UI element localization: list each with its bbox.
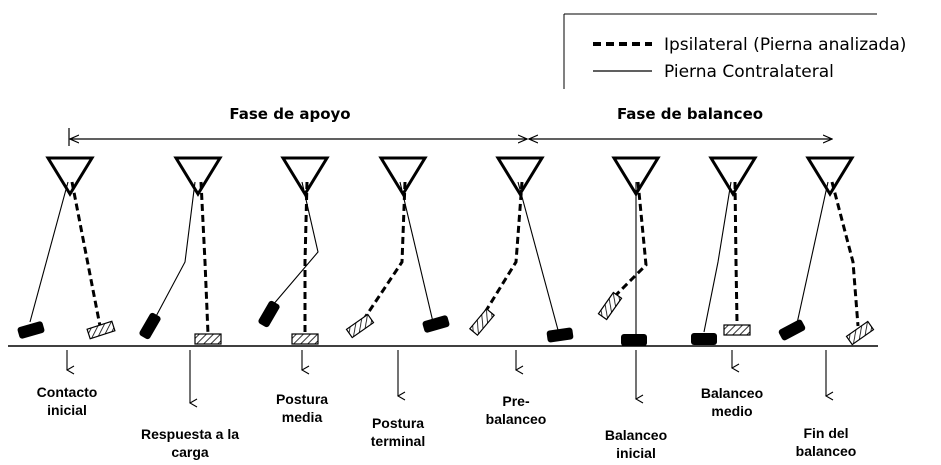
event-label-line: balanceo: [486, 411, 547, 427]
contralateral-leg: [517, 181, 559, 331]
event-label-line: medio: [711, 403, 752, 419]
gait-figure: [468, 156, 574, 343]
event-label-line: Respuesta a la: [141, 426, 239, 442]
ipsilateral-foot: [845, 320, 875, 346]
swing-phase-title: Fase de balanceo: [617, 105, 763, 123]
contralateral-leg: [29, 181, 69, 323]
gait-figure: [691, 156, 758, 345]
ipsilateral-foot: [723, 324, 751, 336]
ipsilateral-foot: [345, 313, 375, 339]
event-label-line: terminal: [371, 433, 425, 449]
contralateral-foot: [778, 319, 806, 341]
ipsilateral-foot: [597, 291, 623, 321]
pelvis-triangle-icon: [378, 156, 428, 197]
event-label-line: Fin del: [803, 425, 848, 441]
stance-phase-title: Fase de apoyo: [229, 105, 350, 123]
ipsilateral-leg: [360, 181, 407, 323]
ipsilateral-leg: [733, 181, 739, 323]
ipsilateral-leg: [70, 181, 102, 327]
event-label-line: Balanceo: [605, 427, 667, 443]
pelvis-triangle-icon: [45, 156, 95, 197]
ipsilateral-leg: [482, 181, 524, 315]
event-label-line: carga: [171, 444, 209, 460]
pelvis-triangle-icon: [708, 156, 758, 197]
gait-figure: [778, 156, 875, 346]
contralateral-foot: [139, 312, 161, 340]
legend-contralateral-label: Pierna Contralateral: [664, 62, 834, 82]
ipsilateral-foot: [291, 333, 319, 345]
contralateral-foot: [258, 300, 280, 328]
gait-figure: [139, 156, 223, 345]
event-label-line: Balanceo: [701, 385, 763, 401]
contralateral-foot: [17, 321, 45, 339]
gait-figure: [258, 156, 330, 345]
event-label-line: balanceo: [796, 443, 857, 459]
ipsilateral-leg: [199, 181, 210, 335]
contralateral-leg: [271, 181, 319, 307]
legend: Ipsilateral (Pierna analizada) Pierna Co…: [563, 13, 906, 89]
ipsilateral-leg: [830, 181, 860, 327]
ipsilateral-foot: [86, 320, 116, 340]
pelvis-triangle-icon: [495, 156, 545, 197]
legend-ipsilateral-label: Ipsilateral (Pierna analizada): [664, 35, 906, 55]
event-label-line: Postura: [276, 391, 328, 407]
event-label-line: Postura: [372, 415, 424, 431]
event-label-line: Contacto: [37, 384, 98, 400]
contralateral-leg: [795, 181, 829, 329]
pelvis-triangle-icon: [173, 156, 223, 197]
event-label-line: inicial: [616, 445, 656, 461]
pelvis-triangle-icon: [805, 156, 855, 197]
gait-figure: [345, 156, 450, 339]
contralateral-foot: [621, 334, 647, 346]
pelvis-triangle-icon: [280, 156, 330, 197]
ipsilateral-foot: [194, 333, 222, 345]
gait-figure: [17, 156, 116, 340]
event-label-line: inicial: [47, 402, 87, 418]
ipsilateral-leg: [609, 181, 648, 302]
event-label-line: media: [282, 409, 323, 425]
contralateral-foot: [546, 327, 574, 343]
ipsilateral-foot: [468, 307, 496, 337]
gait-figure: [597, 156, 661, 346]
contralateral-foot: [422, 315, 450, 333]
ipsilateral-leg: [303, 181, 309, 334]
event-label-line: Pre-: [502, 393, 530, 409]
contralateral-leg: [703, 181, 732, 333]
gait-figures: [17, 156, 875, 346]
contralateral-leg: [399, 181, 434, 323]
contralateral-foot: [691, 333, 717, 345]
pelvis-triangle-icon: [611, 156, 661, 197]
contralateral-leg: [152, 181, 196, 323]
